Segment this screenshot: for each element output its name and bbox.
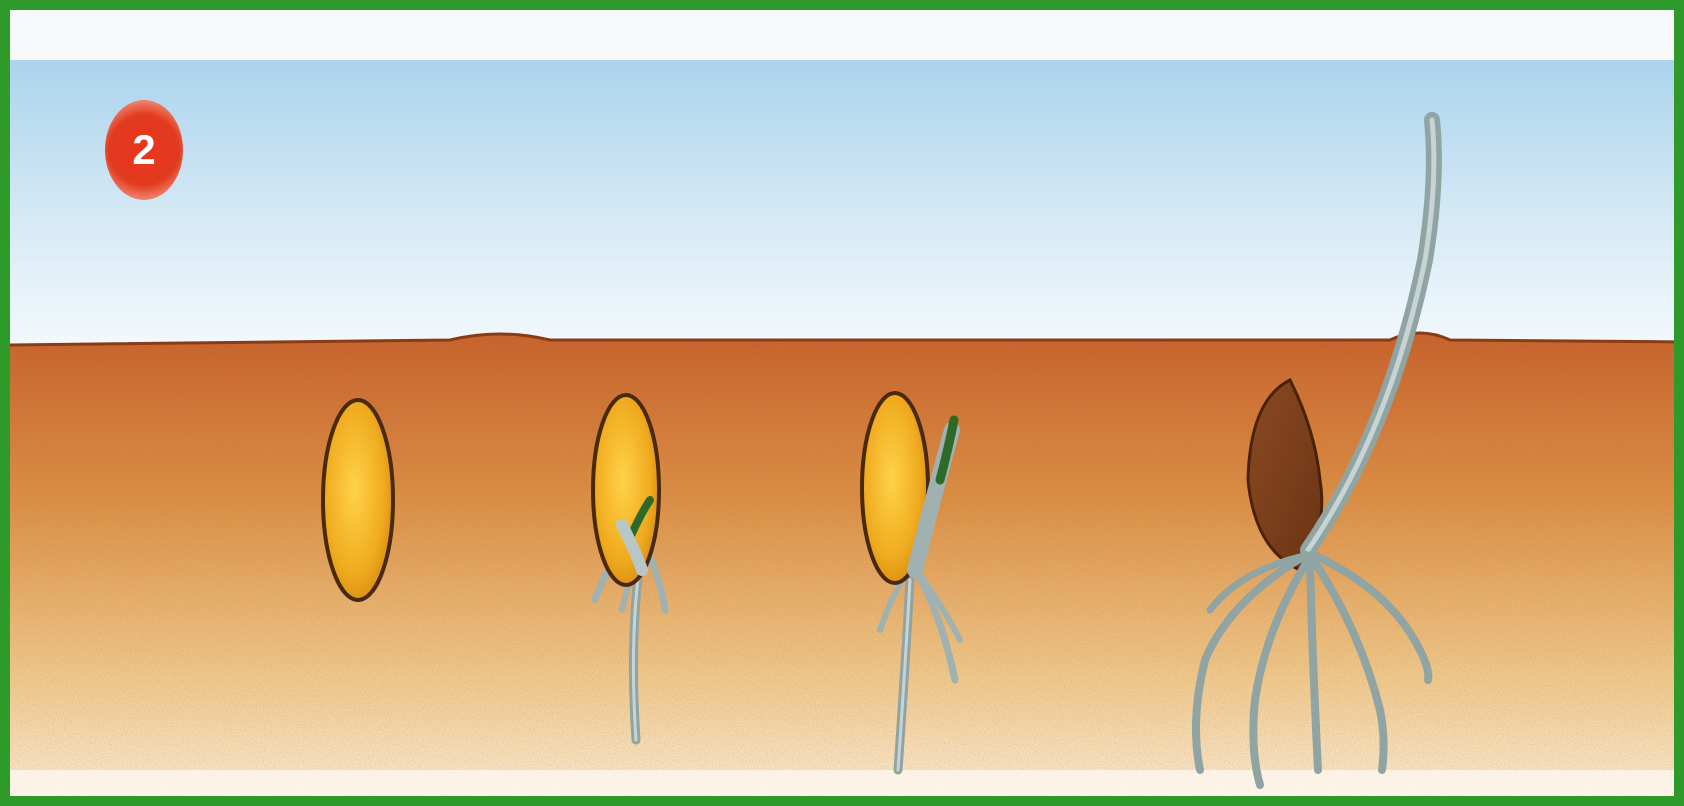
- germination-scene: [10, 10, 1684, 806]
- step-number: 2: [132, 129, 155, 171]
- step-number-badge: 2: [105, 100, 183, 200]
- seed-stage-1: [323, 400, 393, 600]
